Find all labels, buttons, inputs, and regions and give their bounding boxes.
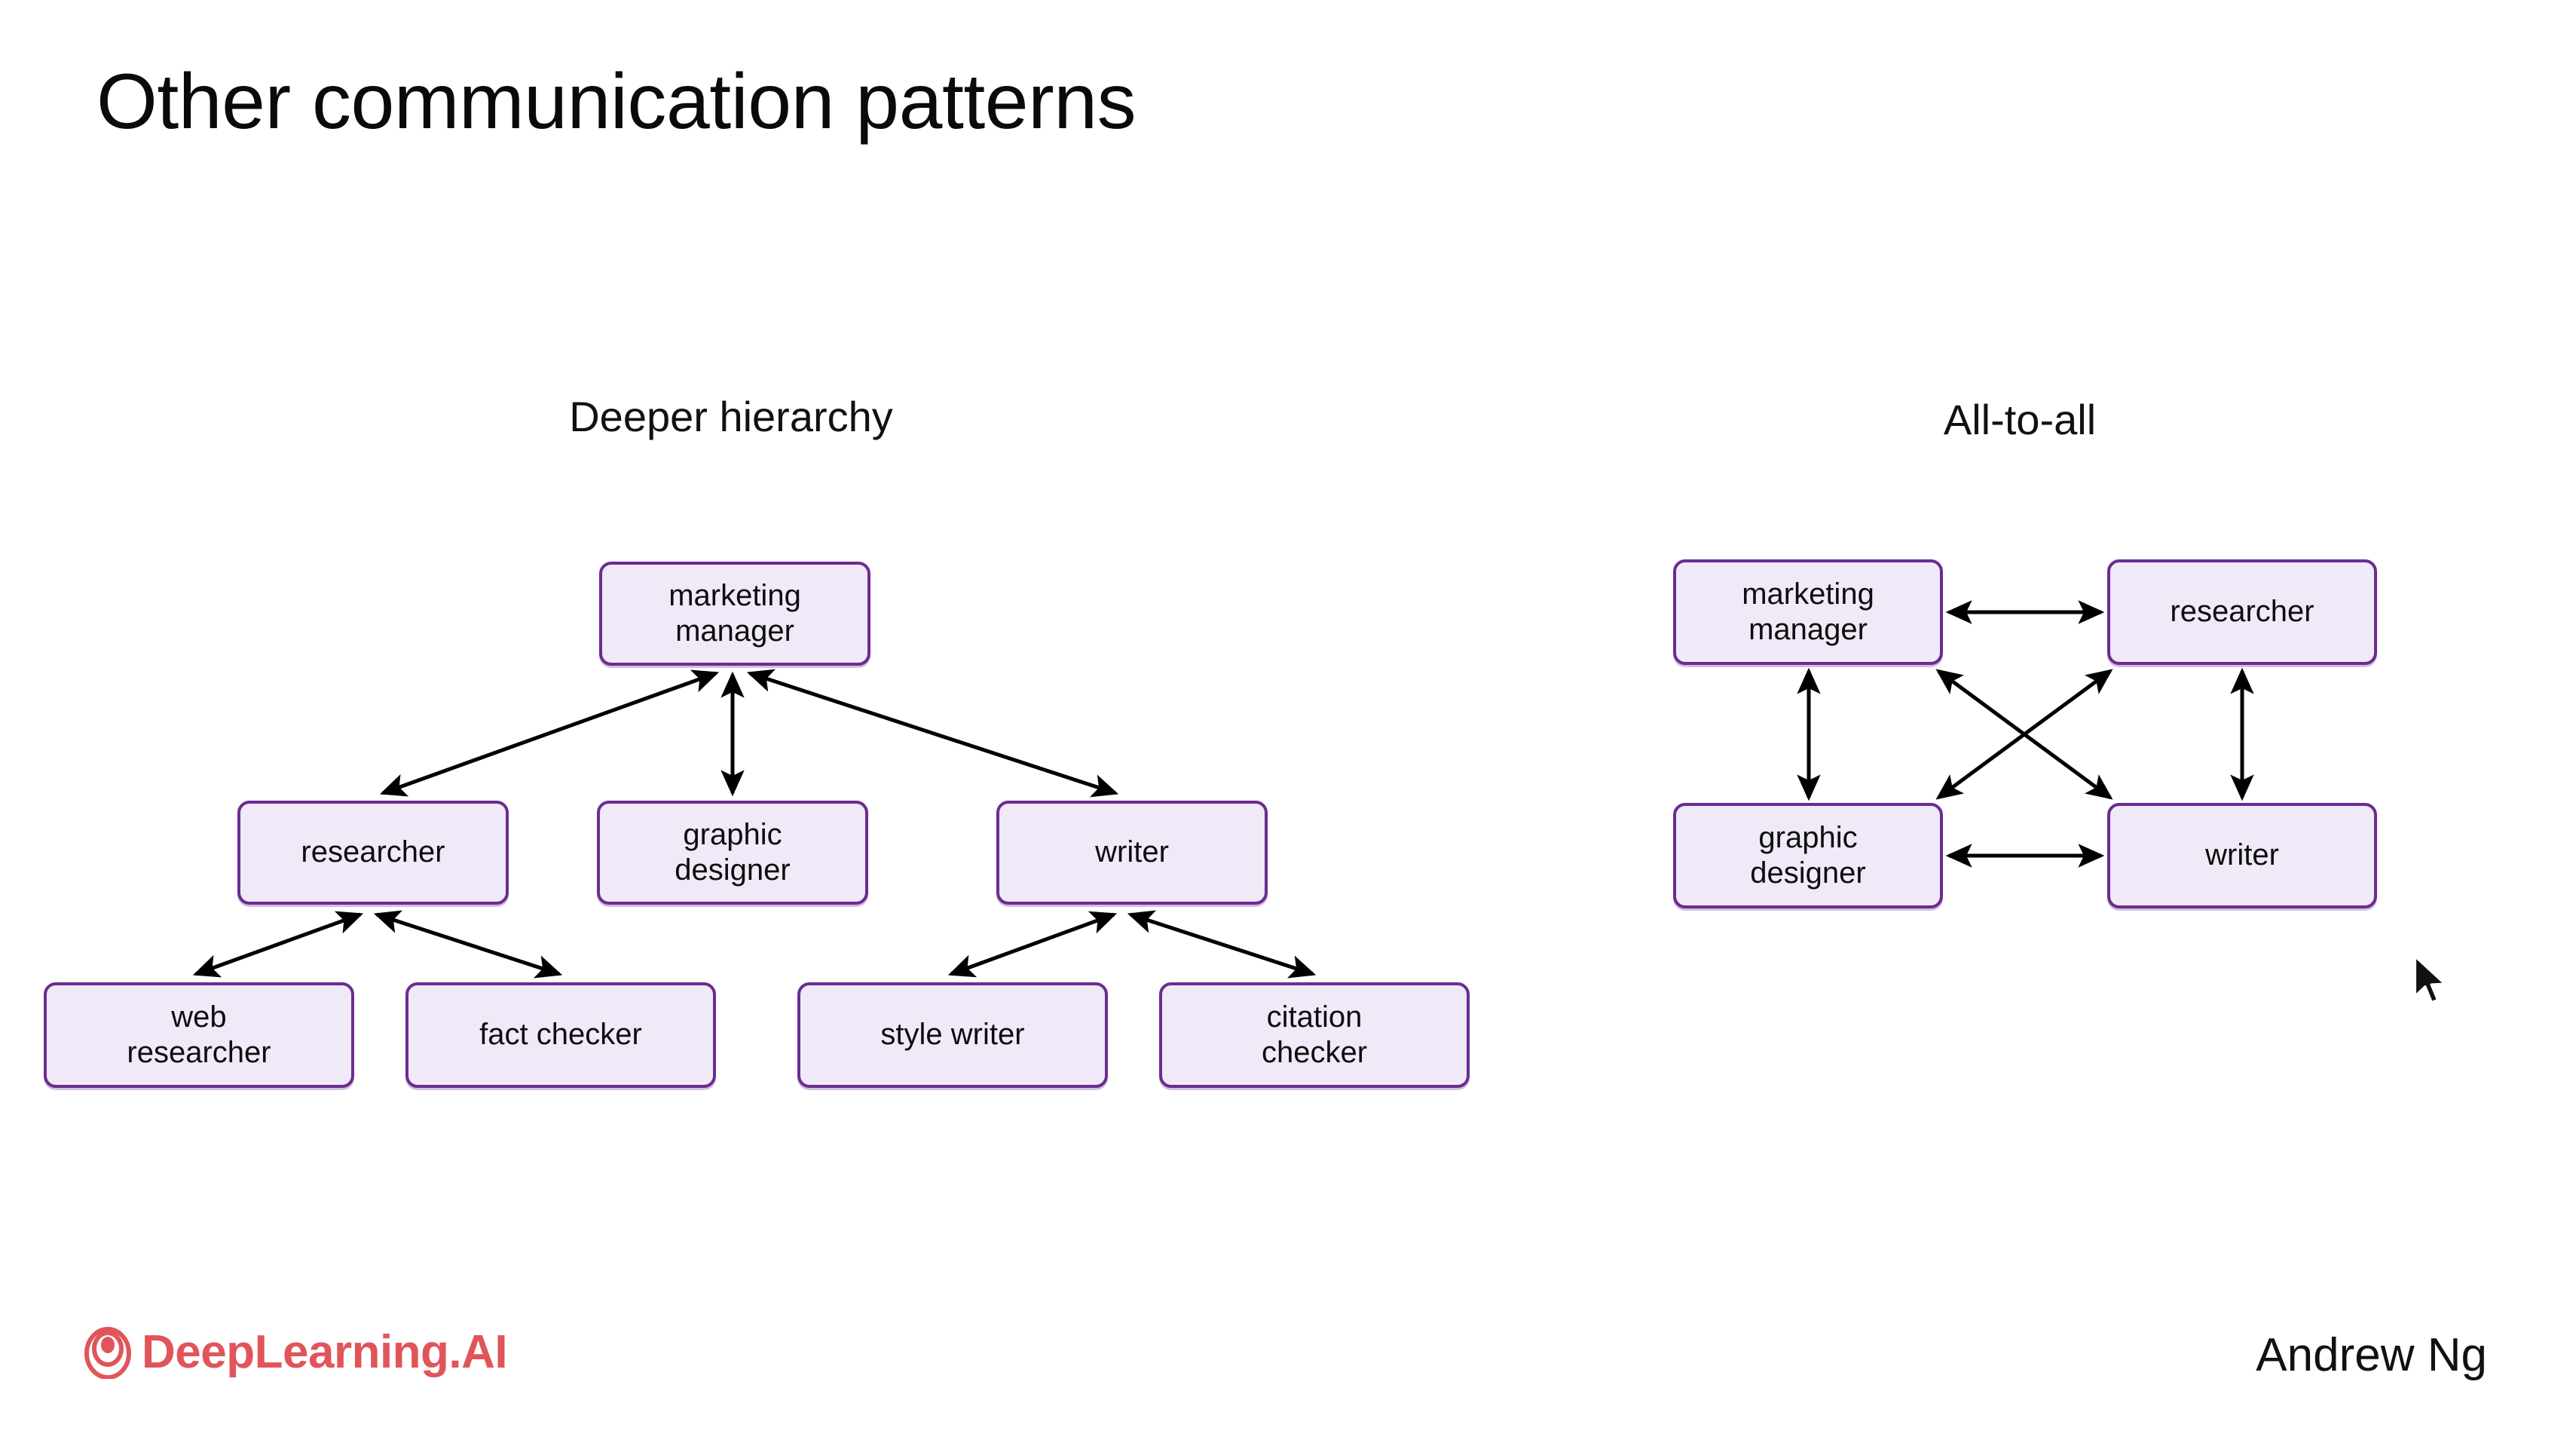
- node-label: marketing manager: [668, 578, 801, 648]
- node-alltoall-marketing-manager[interactable]: marketing manager: [1673, 559, 1943, 665]
- edge-writer-citation-checker: [1127, 910, 1317, 979]
- page-title: Other communication patterns: [96, 58, 1137, 146]
- mouse-pointer-arrow-icon: [2413, 954, 2446, 1004]
- edge-a2a-manager-writer: [1935, 669, 2113, 800]
- node-hierarchy-style-writer[interactable]: style writer: [797, 982, 1108, 1088]
- node-hierarchy-web-researcher[interactable]: web researcher: [44, 982, 354, 1088]
- edge-a2a-researcher-designer: [1935, 669, 2113, 800]
- node-label: style writer: [880, 1018, 1025, 1052]
- deeplearning-ai-logo[interactable]: DeepLearning.AI: [84, 1325, 508, 1379]
- footer-author-name: Andrew Ng: [2256, 1329, 2487, 1381]
- node-label: graphic designer: [675, 817, 791, 887]
- node-label: writer: [1095, 835, 1169, 869]
- node-label: researcher: [2170, 595, 2314, 629]
- deeplearning-spiral-icon: [84, 1326, 131, 1379]
- edge-manager-writer: [746, 669, 1119, 798]
- node-hierarchy-fact-checker[interactable]: fact checker: [405, 982, 716, 1088]
- node-label: fact checker: [479, 1018, 642, 1052]
- node-hierarchy-writer[interactable]: writer: [996, 801, 1268, 905]
- section-heading-deeper-hierarchy: Deeper hierarchy: [569, 393, 893, 440]
- node-label: writer: [2205, 838, 2279, 872]
- edge-manager-researcher: [379, 669, 720, 797]
- section-heading-all-to-all: All-to-all: [1943, 396, 2097, 443]
- node-alltoall-researcher[interactable]: researcher: [2107, 559, 2377, 665]
- edge-researcher-web-researcher: [192, 911, 364, 978]
- edge-writer-style-writer: [947, 911, 1118, 978]
- node-alltoall-writer[interactable]: writer: [2107, 803, 2377, 908]
- node-hierarchy-graphic-designer[interactable]: graphic designer: [597, 801, 868, 905]
- node-label: marketing manager: [1742, 577, 1874, 646]
- node-alltoall-graphic-designer[interactable]: graphic designer: [1673, 803, 1943, 908]
- node-hierarchy-researcher[interactable]: researcher: [237, 801, 509, 905]
- node-label: web researcher: [127, 1000, 271, 1069]
- deeplearning-ai-wordmark: DeepLearning.AI: [142, 1326, 508, 1378]
- node-label: citation checker: [1261, 1000, 1368, 1069]
- edge-researcher-fact-checker: [373, 910, 563, 979]
- node-hierarchy-citation-checker[interactable]: citation checker: [1159, 982, 1470, 1088]
- node-label: graphic designer: [1750, 820, 1866, 890]
- node-hierarchy-marketing-manager[interactable]: marketing manager: [599, 562, 870, 666]
- node-label: researcher: [301, 835, 445, 869]
